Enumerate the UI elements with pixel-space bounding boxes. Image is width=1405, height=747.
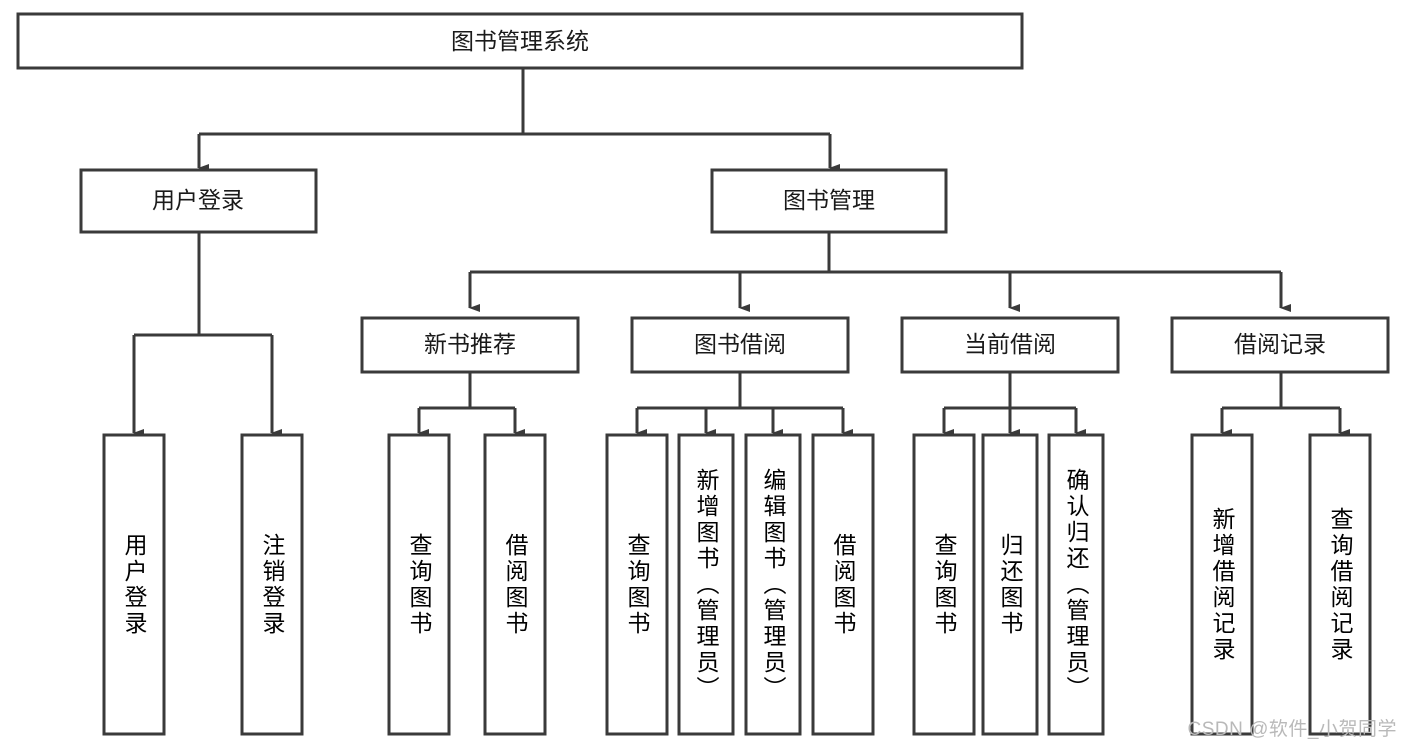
leaf-node-current-confirm-return[interactable] [1047, 433, 1105, 736]
leaf-node-record-add[interactable] [1190, 433, 1254, 736]
node-book-borrow[interactable]: 图书借阅 [630, 316, 850, 374]
leaf-record-query-rect[interactable] [1308, 433, 1372, 736]
node-root-book-management-system[interactable]: 图书管理系统 [16, 12, 1024, 70]
leaf-user-login-logout-rect[interactable] [240, 433, 304, 736]
node-current-borrow-label: 当前借阅 [964, 331, 1056, 357]
leaf-node-borrow-add-book[interactable] [677, 433, 735, 736]
leaf-label-user-login-logout: 注销登录 [259, 532, 285, 637]
leaf-current-return-rect[interactable] [981, 433, 1039, 736]
leaf-borrow-edit-book-rect[interactable] [744, 433, 802, 736]
node-user-login-label: 用户登录 [152, 187, 244, 213]
leaf-user-login-login-rect[interactable] [102, 433, 166, 736]
node-current-borrow[interactable]: 当前借阅 [900, 316, 1120, 374]
leaf-label-user-login-login: 用户登录 [121, 532, 147, 637]
connector-group-root [197, 68, 840, 172]
leaf-node-record-query[interactable] [1308, 433, 1372, 736]
node-root-label: 图书管理系统 [451, 28, 589, 54]
leaf-label-record-add: 新增借阅记录 [1209, 506, 1235, 663]
leaf-node-current-query[interactable] [912, 433, 976, 736]
leaf-node-borrow-edit-book[interactable] [744, 433, 802, 736]
node-user-login[interactable]: 用户登录 [79, 168, 318, 234]
connector-group-book-borrow [635, 372, 853, 437]
leaf-node-borrow-query[interactable] [605, 433, 669, 736]
leaf-node-new-book-borrow[interactable] [483, 433, 547, 736]
node-book-management-rect[interactable] [710, 168, 948, 234]
leaf-label-new-book-query: 查询图书 [406, 532, 432, 637]
leaf-label-borrow-borrow-book: 借阅图书 [830, 532, 856, 637]
leaf-node-borrow-borrow-book[interactable] [811, 433, 875, 736]
csdn-watermark: CSDN @软件_小贺同学 [1187, 719, 1397, 740]
node-book-borrow-rect[interactable] [630, 316, 850, 374]
leaf-node-user-login-login[interactable] [102, 433, 166, 736]
node-root-rect[interactable] [16, 12, 1024, 70]
leaf-label-borrow-add-book: 新增图书（管理员） [693, 467, 719, 702]
leaf-current-query-rect[interactable] [912, 433, 976, 736]
leaf-label-current-query: 查询图书 [931, 532, 957, 637]
leaf-new-book-borrow-rect[interactable] [483, 433, 547, 736]
leaf-label-new-book-borrow: 借阅图书 [502, 532, 528, 637]
node-borrow-record-label: 借阅记录 [1234, 331, 1326, 357]
connector-group-user-login [132, 232, 282, 437]
leaf-new-book-query-rect[interactable] [387, 433, 451, 736]
node-user-login-rect[interactable] [79, 168, 318, 234]
connector-group-current-borrow [942, 372, 1086, 437]
node-book-borrow-label: 图书借阅 [694, 331, 786, 357]
node-borrow-record[interactable]: 借阅记录 [1170, 316, 1390, 374]
node-new-book-recommend[interactable]: 新书推荐 [360, 316, 580, 374]
node-new-book-recommend-rect[interactable] [360, 316, 580, 374]
connector-group-new-book-recommend [417, 372, 525, 437]
leaf-node-current-return[interactable] [981, 433, 1039, 736]
leaf-node-new-book-query[interactable] [387, 433, 451, 736]
leaf-label-record-query: 查询借阅记录 [1327, 506, 1353, 663]
leaf-label-current-confirm-return: 确认归还（管理员） [1063, 467, 1089, 702]
connector-group-borrow-record [1220, 372, 1350, 437]
leaf-label-borrow-edit-book: 编辑图书（管理员） [760, 467, 786, 702]
leaf-borrow-query-rect[interactable] [605, 433, 669, 736]
leaf-record-add-rect[interactable] [1190, 433, 1254, 736]
leaf-borrow-add-book-rect[interactable] [677, 433, 735, 736]
node-borrow-record-rect[interactable] [1170, 316, 1390, 374]
leaf-node-user-login-logout[interactable] [240, 433, 304, 736]
node-book-management-label: 图书管理 [783, 187, 875, 213]
node-new-book-recommend-label: 新书推荐 [424, 331, 516, 357]
node-current-borrow-rect[interactable] [900, 316, 1120, 374]
leaf-borrow-borrow-book-rect[interactable] [811, 433, 875, 736]
connector-group-book-manage [468, 232, 1291, 312]
leaf-current-confirm-return-rect[interactable] [1047, 433, 1105, 736]
leaf-label-borrow-query: 查询图书 [624, 532, 650, 637]
node-book-management[interactable]: 图书管理 [710, 168, 948, 234]
leaf-label-current-return: 归还图书 [997, 532, 1023, 637]
